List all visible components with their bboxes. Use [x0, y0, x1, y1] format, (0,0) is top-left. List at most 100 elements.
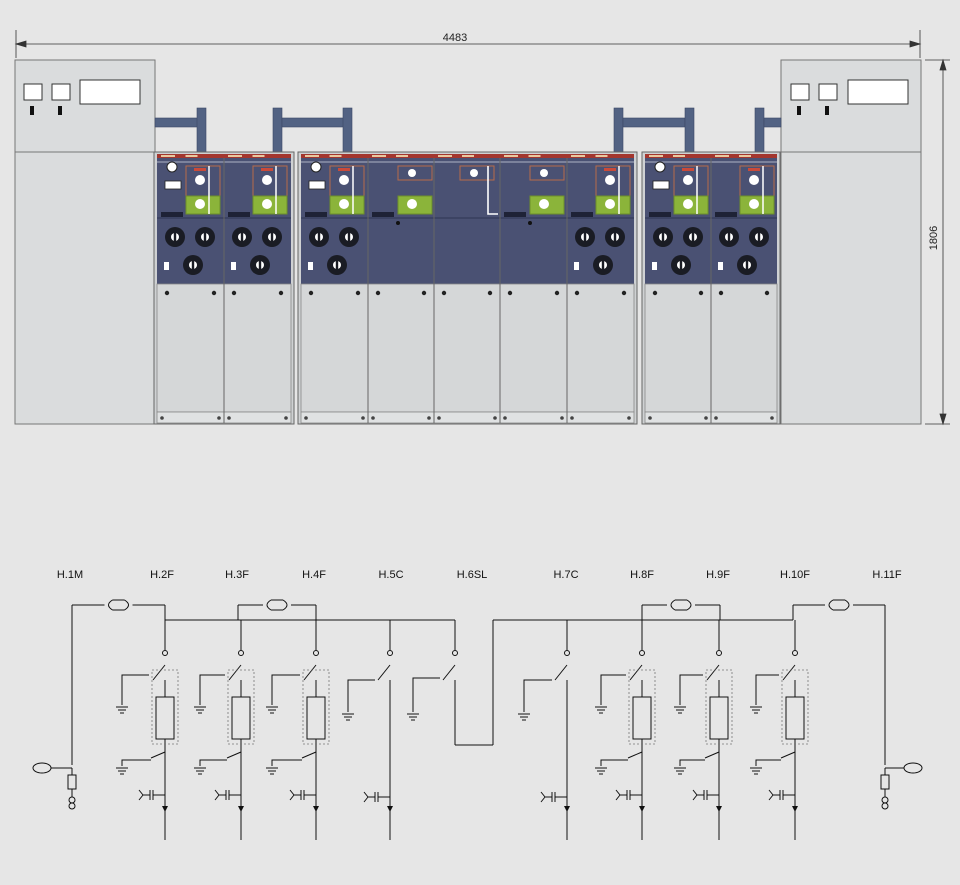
cable-arrow-icon	[639, 806, 645, 812]
gauge-icon	[166, 161, 178, 173]
cable-arrow-icon	[162, 806, 168, 812]
switch-indicator	[339, 175, 349, 185]
mimic-tag	[261, 168, 273, 171]
indicator-dot	[396, 221, 400, 225]
earthing-line	[271, 759, 302, 766]
switch-indicator	[605, 175, 615, 185]
mimic-tag	[682, 168, 694, 171]
earthing-line	[199, 759, 227, 766]
plinth-bolt	[560, 416, 564, 420]
cable-terminal	[828, 599, 834, 611]
interlock-frame	[781, 669, 809, 745]
fuse-cap-slot	[270, 231, 274, 243]
counter-display	[164, 180, 182, 190]
capacitor-lead	[363, 796, 369, 803]
capacitor-lead	[363, 791, 369, 798]
unit-tag	[161, 155, 175, 157]
plinth-bolt	[627, 416, 631, 420]
earthing-line	[121, 674, 149, 705]
interlock-frame	[705, 669, 733, 745]
unit-tag	[528, 155, 541, 157]
plinth-bolt	[361, 416, 365, 420]
cable-terminal	[108, 599, 113, 611]
interlock-frame	[151, 669, 179, 745]
disconnector-contact-icon	[238, 650, 244, 656]
mimic-tag	[748, 168, 760, 171]
door-handle	[574, 290, 580, 296]
earthing-line	[271, 674, 300, 705]
fuse-icon	[632, 696, 652, 740]
switch-indicator	[195, 199, 205, 209]
switch-indicator	[749, 175, 759, 185]
fuse-cap-slot	[757, 231, 761, 243]
ct-icon	[881, 802, 889, 810]
key-slot	[652, 262, 657, 270]
counter-display	[308, 180, 326, 190]
interlock-bar	[715, 212, 737, 217]
cable-arrow-icon	[792, 806, 798, 812]
feeder-label: H.9F	[706, 569, 730, 581]
cable-terminal	[686, 599, 692, 611]
door-handle	[211, 290, 217, 296]
plinth-bolt	[493, 416, 497, 420]
switch-indicator	[408, 169, 416, 177]
switch-indicator	[262, 175, 272, 185]
plinth-bolt	[160, 416, 164, 420]
unit-tag	[305, 155, 319, 157]
fuse-icon	[709, 696, 729, 740]
interlock-frame	[628, 669, 656, 745]
key-slot	[308, 262, 313, 270]
fuse-cap-slot	[173, 231, 177, 243]
mimic-frame	[529, 165, 565, 181]
interlock-bar	[305, 212, 327, 217]
panel-plinth	[300, 411, 635, 424]
fuse-icon	[155, 696, 175, 740]
earthing-line	[412, 677, 440, 712]
switch-indicator	[749, 199, 759, 209]
disconnector-contact-icon	[564, 650, 570, 656]
switch-indicator	[339, 199, 349, 209]
feeder-label: H.2F	[150, 569, 174, 581]
earth-switch-icon	[627, 751, 643, 759]
switchgear-unit	[433, 155, 498, 423]
switchgear-unit	[304, 155, 365, 420]
switch-indicator	[407, 199, 417, 209]
fuse-cap-slot	[613, 231, 617, 243]
switch-indicator	[540, 169, 548, 177]
feeder-label: H.5C	[378, 569, 403, 581]
interlock-bar	[504, 212, 526, 217]
disconnector-contact-icon	[387, 650, 393, 656]
capacitor-lead	[214, 789, 220, 796]
switch-indicator	[262, 199, 272, 209]
mimic-frame	[397, 165, 433, 181]
door-handle	[164, 290, 170, 296]
gauge-icon	[310, 161, 322, 173]
fuse-cap-slot	[347, 231, 351, 243]
load-break-switch-icon	[706, 664, 720, 681]
earthing-line	[347, 679, 375, 712]
feeder-label: H.8F	[630, 569, 654, 581]
plinth-bolt	[284, 416, 288, 420]
door-handle	[652, 290, 658, 296]
feeder-label: H.1M	[57, 569, 83, 581]
height-dimension-label: 1806	[928, 226, 940, 250]
gauge-icon	[654, 161, 666, 173]
panel-group	[153, 151, 295, 425]
door-handle	[718, 290, 724, 296]
panel-blue-area	[301, 154, 634, 284]
switch-indicator	[683, 175, 693, 185]
key-slot	[574, 262, 579, 270]
right-end-cabinet	[780, 59, 922, 425]
cable-terminal	[282, 599, 288, 611]
counter-display	[652, 180, 670, 190]
unit-tag	[595, 155, 608, 157]
unit-tag	[462, 155, 474, 157]
load-break-switch-icon	[442, 664, 456, 681]
fuse-cap-slot	[335, 259, 339, 271]
door-handle	[764, 290, 770, 296]
switchgear-unit	[160, 155, 221, 420]
load-break-switch-icon	[554, 664, 568, 681]
feeder-label: H.3F	[225, 569, 249, 581]
left-end-cabinet	[14, 59, 156, 425]
